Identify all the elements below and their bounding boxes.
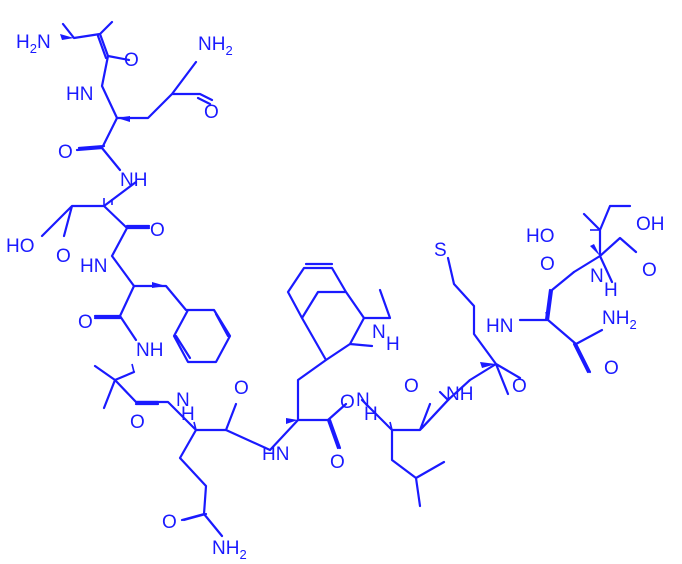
- label-o-trp: O: [340, 392, 355, 413]
- label-o-gln2-side: O: [162, 512, 177, 533]
- label-o-gln1-side: O: [204, 102, 219, 123]
- label-o-thr-acid: O: [642, 260, 657, 281]
- label-s-met: S: [434, 240, 447, 261]
- label-o-phe: O: [78, 312, 93, 333]
- label-o-leu-top: O: [404, 376, 419, 397]
- label-nh2-gln2: NH2: [212, 538, 247, 562]
- label-o-trp-bottom: O: [330, 452, 345, 473]
- label-nh2-asn: NH2: [602, 308, 637, 332]
- label-o-asn1-top: O: [540, 254, 555, 275]
- atom-labels: H2N NH2 O HN O O NH O HO O HN O NH N H O…: [6, 32, 665, 562]
- label-ho-thr: HO: [526, 226, 555, 247]
- label-o-gln1: O: [58, 142, 73, 163]
- label-o-gln2: O: [234, 378, 249, 399]
- label-nh-met: NH: [446, 384, 473, 405]
- label-o-asp-side: O: [56, 246, 71, 267]
- label-o-met: O: [512, 376, 527, 397]
- label-h-thr: H: [604, 280, 618, 301]
- label-n-thr: N: [590, 266, 604, 287]
- label-oh-thr-acid: OH: [636, 214, 665, 235]
- label-o-ala: O: [124, 50, 139, 71]
- label-hn-asn: HN: [486, 316, 513, 337]
- label-ho-asp: HO: [6, 236, 35, 257]
- label-nh2-gln1: NH2: [198, 34, 233, 58]
- bond-lines: [40, 20, 638, 538]
- label-nh-asp: NH: [120, 170, 147, 191]
- label-h-gln2: H: [181, 404, 195, 425]
- label-hn-trp: HN: [262, 444, 289, 465]
- stereo-bonds: [60, 34, 600, 431]
- label-n-gln2: N: [176, 390, 190, 411]
- label-h-indole: H: [386, 334, 400, 355]
- label-o-asn-side: O: [604, 358, 619, 379]
- label-h-leu: H: [364, 404, 378, 425]
- label-hn-gln1: HN: [66, 84, 93, 105]
- label-o-val: O: [130, 412, 145, 433]
- label-hn-phe: HN: [80, 256, 107, 277]
- label-nh-val: NH: [136, 340, 163, 361]
- label-n-leu: N: [356, 390, 370, 411]
- label-o-asp: O: [150, 220, 165, 241]
- label-h2n-nterm: H2N: [16, 32, 51, 56]
- label-n-indole: N: [372, 322, 386, 343]
